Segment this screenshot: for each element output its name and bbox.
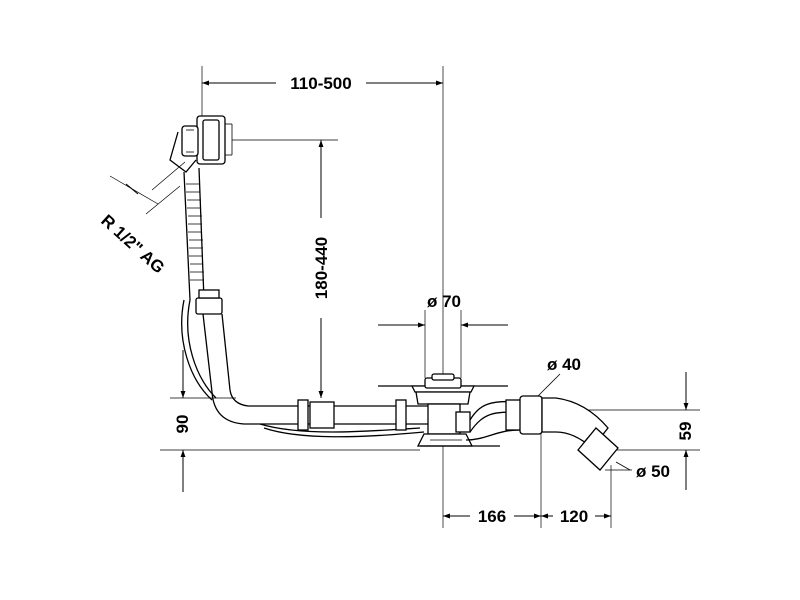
- dimension-label-166: 166: [478, 507, 506, 526]
- drain-body: [378, 373, 508, 447]
- overflow-head: [169, 115, 233, 173]
- dimension-59: 59: [580, 372, 700, 490]
- dimension-diameter-70: ø 70: [378, 292, 508, 378]
- overflow-pipe: [202, 313, 428, 438]
- dimension-label-180-440: 180-440: [312, 237, 331, 299]
- dimension-110-500: 110-500: [201, 66, 444, 380]
- dimension-diameter-50: ø 50: [605, 461, 670, 481]
- thread-dimension: R 1/2" AG: [97, 161, 186, 278]
- dimension-label-90: 90: [173, 415, 192, 434]
- dimension-180-440: 180-440: [232, 139, 338, 398]
- dimension-diameter-40: ø 40: [535, 355, 581, 399]
- flexible-hose: [181, 167, 223, 401]
- thread-label: R 1/2" AG: [97, 211, 168, 278]
- dimension-166-120: 166 120: [442, 430, 612, 528]
- dimension-label-d70: ø 70: [427, 292, 461, 311]
- dimension-label-d40: ø 40: [547, 355, 581, 374]
- dimension-90: 90: [160, 350, 420, 492]
- dimension-label-59: 59: [676, 422, 695, 441]
- dimension-label-d50: ø 50: [636, 462, 670, 481]
- dimension-label-110-500: 110-500: [290, 74, 351, 93]
- siphon-outlet: [465, 395, 619, 471]
- dimension-label-120: 120: [560, 507, 588, 526]
